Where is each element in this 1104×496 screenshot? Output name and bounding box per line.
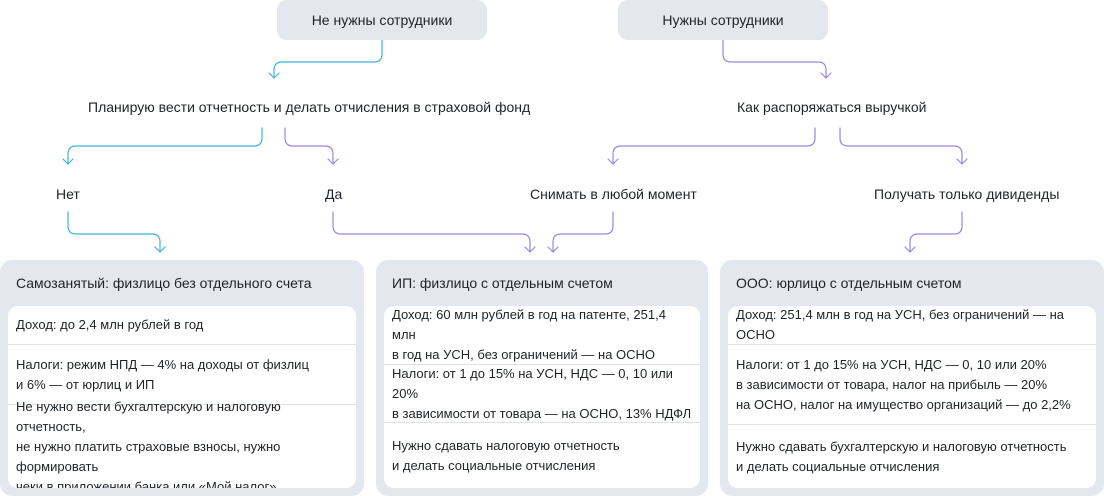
node-manage-revenue: Как распоряжаться выручкой — [737, 99, 927, 115]
node-need-staff-label: Нужны сотрудники — [662, 12, 784, 28]
card-row-obligations: Нужно сдавать бухгалтерскую и налоговую … — [728, 424, 1096, 488]
card-body: Доход: 251,4 млн в год на УСН, без огран… — [728, 306, 1096, 488]
arrow-head — [547, 246, 559, 253]
edge-plan-to-yes — [284, 127, 334, 165]
node-no: Нет — [56, 186, 80, 202]
card-title: ИП: физлицо с отдельным счетом — [392, 275, 613, 291]
card-row-income: Доход: 60 млн рублей в год на патенте, 2… — [392, 307, 666, 362]
card-ip: ИП: физлицо с отдельным счетом Доход: 60… — [376, 260, 708, 496]
node-need-staff: Нужны сотрудники — [618, 0, 828, 40]
edge-manage-to-withdraw — [612, 127, 816, 165]
node-yes: Да — [325, 186, 343, 202]
edge-no-to-self-employed — [67, 211, 161, 253]
arrow-head — [268, 72, 280, 79]
arrow-head — [820, 72, 832, 79]
card-title: Самозанятый: физлицо без отдельного счет… — [16, 275, 312, 291]
edge-yes-to-ip — [332, 211, 531, 253]
arrow-head — [327, 158, 339, 165]
card-row-taxes: Налоги: от 1 до 15% на УСН, НДС — 0, 10 … — [728, 344, 1096, 424]
card-row-obligations: Нужно сдавать налоговую отчетность и дел… — [384, 422, 700, 488]
arrow-head — [62, 158, 74, 165]
arrow-head — [607, 158, 619, 165]
node-plan-reporting: Планирую вести отчетность и делать отчис… — [88, 99, 531, 115]
card-ooo: ООО: юрлицо с отдельным счетом Доход: 25… — [720, 260, 1104, 496]
edge-no-staff-to-plan — [273, 39, 383, 79]
edge-plan-to-no — [67, 127, 263, 165]
node-withdraw-anytime: Снимать в любой момент — [530, 186, 697, 202]
node-no-staff: Не нужны сотрудники — [277, 0, 487, 40]
card-row-income: Доход: до 2,4 млн рублей в год — [16, 317, 204, 332]
arrow-head — [154, 246, 166, 253]
arrow-head — [956, 158, 968, 165]
edge-need-staff-to-manage — [722, 39, 827, 79]
card-body: Доход: до 2,4 млн рублей в год Налоги: р… — [8, 306, 356, 488]
node-no-staff-label: Не нужны сотрудники — [311, 12, 453, 28]
card-self-employed: Самозанятый: физлицо без отдельного счет… — [0, 260, 364, 496]
card-title: ООО: юрлицо с отдельным счетом — [736, 275, 962, 291]
card-row-taxes: Налоги: режим НПД — 4% на доходы от физл… — [8, 344, 356, 404]
arrow-head — [904, 246, 916, 253]
edge-dividends-to-ooo — [909, 211, 963, 253]
card-row-income: Доход: 251,4 млн в год на УСН, без огран… — [736, 307, 1065, 342]
edge-manage-to-dividends — [839, 127, 963, 165]
edge-withdraw-to-ip — [552, 211, 614, 253]
arrow-head — [524, 246, 536, 253]
card-row-obligations: Не нужно вести бухгалтерскую и налоговую… — [8, 399, 356, 488]
card-row-taxes: Налоги: от 1 до 15% на УСН, НДС — 0, 10 … — [384, 364, 700, 422]
card-body: Доход: 60 млн рублей в год на патенте, 2… — [384, 306, 700, 488]
node-dividends-only: Получать только дивиденды — [874, 186, 1060, 202]
